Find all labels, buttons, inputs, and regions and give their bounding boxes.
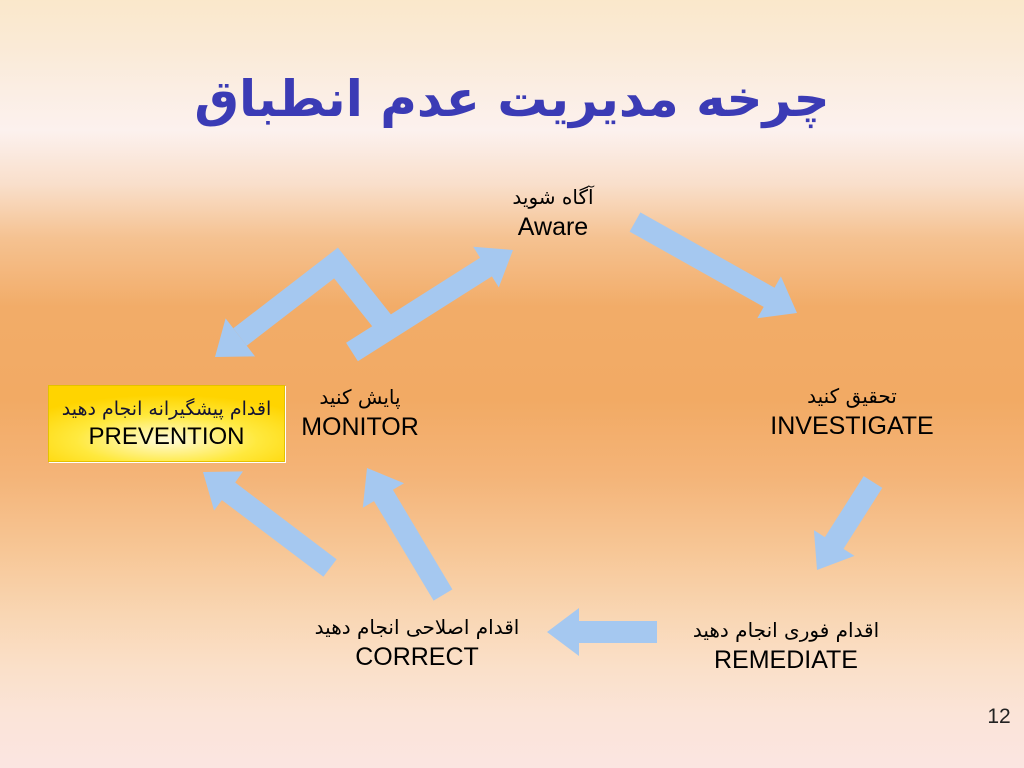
page-number: 12	[987, 705, 1011, 728]
node-monitor-label-en: MONITOR	[301, 413, 419, 441]
node-monitor: پایش کنید MONITOR	[301, 382, 419, 443]
node-aware-label-fa: آگاه شوید	[512, 185, 594, 209]
node-investigate: تحقیق کنید INVESTIGATE	[770, 381, 933, 442]
node-aware-label-en: Aware	[517, 213, 589, 241]
node-monitor-label-fa: پایش کنید	[319, 385, 401, 409]
node-prevention-box: اقدام پیشگیرانه انجام دهید PREVENTION	[48, 385, 285, 462]
node-remediate-label-fa: اقدام فوری انجام دهید	[692, 618, 880, 642]
page-title: چرخه مدیریت عدم انطباق	[194, 70, 830, 128]
arrow-aware-to-investigate-icon	[629, 212, 797, 319]
arrow-remediate-to-correct-icon	[547, 608, 657, 656]
node-correct-label-fa: اقدام اصلاحی انجام دهید	[314, 615, 520, 639]
node-correct-label-en: CORRECT	[355, 643, 479, 671]
node-correct: اقدام اصلاحی انجام دهید CORRECT	[315, 612, 520, 673]
arrow-branch-to-prevention-icon	[233, 247, 399, 346]
arrow-branch-to-prevention-head-icon	[215, 318, 255, 357]
node-aware: آگاه شوید Aware	[512, 182, 593, 243]
arrow-correct-to-prevention-icon	[203, 471, 337, 577]
arrow-investigate-to-remediate-icon	[813, 476, 883, 570]
node-remediate: اقدام فوری انجام دهید REMEDIATE	[693, 615, 879, 676]
node-remediate-label-en: REMEDIATE	[713, 646, 858, 674]
node-prevention-label-en: PREVENTION	[88, 423, 245, 450]
node-prevention-label-fa: اقدام پیشگیرانه انجام دهید	[61, 398, 272, 420]
node-investigate-label-fa: تحقیق کنید	[807, 384, 897, 408]
node-investigate-label-en: INVESTIGATE	[770, 412, 934, 440]
arrow-correct-to-monitor-icon	[362, 468, 453, 601]
